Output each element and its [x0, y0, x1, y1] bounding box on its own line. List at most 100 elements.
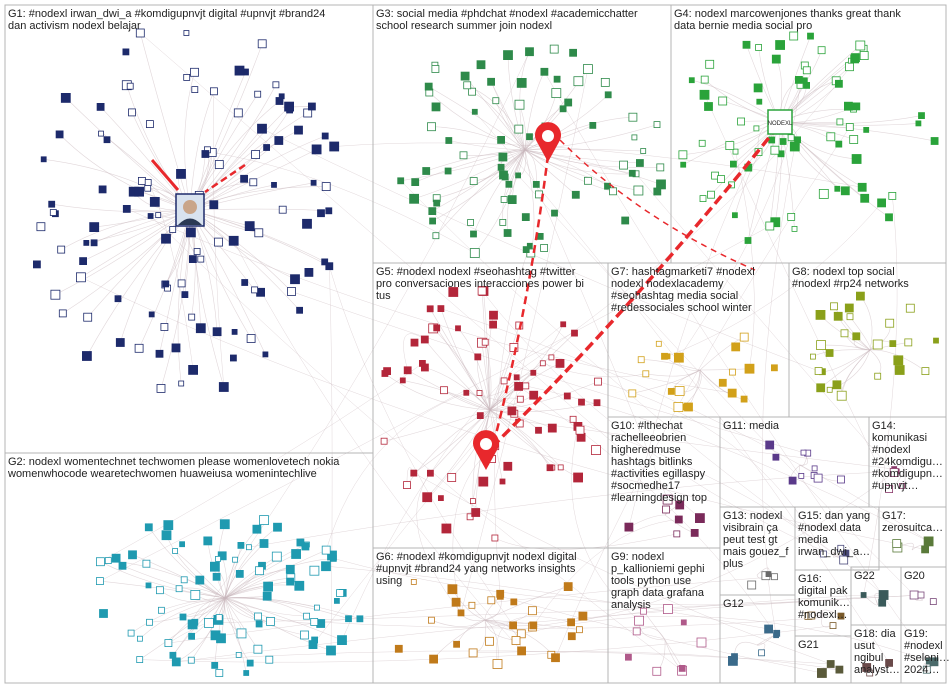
node-g4[interactable] — [851, 154, 862, 164]
node-g4[interactable] — [678, 150, 688, 160]
node-g2[interactable] — [171, 657, 181, 667]
node-g1[interactable] — [162, 280, 170, 288]
node-g3[interactable] — [640, 148, 647, 154]
node-g6[interactable] — [492, 659, 503, 669]
node-g1[interactable] — [134, 343, 144, 353]
node-g3[interactable] — [522, 246, 530, 254]
node-g3[interactable] — [583, 64, 593, 74]
node-g5[interactable] — [410, 469, 418, 477]
node-g2[interactable] — [337, 635, 347, 645]
node-g4[interactable] — [835, 140, 843, 148]
node-g2[interactable] — [255, 566, 264, 576]
node-g2[interactable] — [294, 580, 305, 591]
node-g4[interactable] — [765, 221, 775, 231]
node-g1[interactable] — [161, 233, 171, 244]
node-g4[interactable] — [680, 161, 687, 168]
node-g3[interactable] — [514, 99, 525, 110]
node-g2[interactable] — [235, 570, 244, 578]
node-g3[interactable] — [487, 77, 496, 86]
node-g2[interactable] — [155, 586, 164, 595]
node-g10[interactable] — [674, 515, 683, 524]
node-g2[interactable] — [271, 551, 282, 562]
node-g4[interactable] — [918, 112, 925, 119]
node-g6[interactable] — [511, 636, 521, 645]
node-g7[interactable] — [667, 387, 675, 395]
node-g5[interactable] — [477, 286, 487, 296]
node-g1[interactable] — [201, 150, 210, 158]
node-g4[interactable] — [753, 125, 760, 132]
node-g10[interactable] — [673, 530, 681, 538]
node-g8[interactable] — [816, 340, 826, 351]
node-g2[interactable] — [172, 548, 179, 554]
node-g1[interactable] — [251, 286, 259, 294]
node-g6[interactable] — [487, 596, 496, 605]
node-g2[interactable] — [321, 545, 331, 555]
node-g6[interactable] — [551, 653, 560, 663]
node-g3[interactable] — [656, 179, 666, 190]
node-g5[interactable] — [381, 370, 389, 377]
node-g8[interactable] — [836, 390, 847, 401]
node-g21[interactable] — [826, 660, 835, 668]
node-g1[interactable] — [126, 82, 134, 90]
node-g2[interactable] — [188, 632, 196, 640]
node-g1[interactable] — [188, 313, 196, 321]
node-g4[interactable] — [755, 44, 762, 51]
node-g2[interactable] — [161, 530, 172, 541]
node-g4[interactable] — [863, 127, 870, 133]
node-g1[interactable] — [171, 343, 181, 353]
node-g1[interactable] — [134, 186, 145, 197]
node-g2[interactable] — [187, 619, 198, 630]
node-g2[interactable] — [253, 644, 263, 654]
node-g7[interactable] — [771, 364, 778, 372]
node-g4[interactable] — [836, 118, 844, 126]
node-g8[interactable] — [844, 303, 854, 313]
node-g3[interactable] — [540, 244, 548, 252]
node-g6[interactable] — [496, 589, 505, 598]
node-g3[interactable] — [521, 213, 530, 222]
node-g14[interactable] — [885, 485, 893, 494]
node-g2[interactable] — [187, 656, 195, 664]
node-g2[interactable] — [336, 589, 345, 597]
node-g1[interactable] — [83, 239, 90, 246]
node-g11[interactable] — [811, 465, 818, 472]
node-g6[interactable] — [509, 621, 518, 630]
node-g4[interactable] — [835, 79, 843, 88]
node-g1[interactable] — [144, 179, 152, 186]
node-g2[interactable] — [326, 645, 336, 656]
node-g7[interactable] — [740, 395, 748, 403]
node-g1[interactable] — [296, 306, 304, 314]
node-g6[interactable] — [510, 598, 518, 606]
node-g4[interactable] — [725, 141, 735, 151]
node-g9[interactable] — [652, 666, 662, 676]
node-g3[interactable] — [619, 160, 628, 170]
node-g2[interactable] — [216, 633, 226, 644]
node-g3[interactable] — [505, 180, 513, 188]
node-g5[interactable] — [463, 389, 470, 396]
node-g10[interactable] — [662, 494, 673, 505]
node-g3[interactable] — [628, 169, 636, 177]
node-g8[interactable] — [889, 340, 897, 348]
node-g2[interactable] — [254, 612, 263, 621]
node-g1[interactable] — [257, 123, 267, 134]
node-g2[interactable] — [219, 519, 230, 530]
node-g3[interactable] — [499, 218, 507, 226]
node-g4[interactable] — [794, 136, 801, 144]
node-g1[interactable] — [244, 221, 255, 232]
node-g2[interactable] — [163, 520, 174, 530]
node-g1[interactable] — [195, 323, 206, 334]
node-g5[interactable] — [548, 354, 555, 361]
node-g2[interactable] — [345, 615, 352, 623]
node-g1[interactable] — [284, 101, 295, 112]
node-g1[interactable] — [233, 108, 243, 118]
node-g5[interactable] — [591, 445, 601, 456]
node-g5[interactable] — [557, 464, 564, 471]
node-g5[interactable] — [380, 437, 388, 445]
node-g5[interactable] — [437, 305, 445, 313]
node-g3[interactable] — [503, 229, 512, 237]
node-g2[interactable] — [255, 620, 263, 628]
node-g2[interactable] — [259, 539, 269, 548]
node-g7[interactable] — [729, 368, 736, 376]
node-g2[interactable] — [215, 669, 224, 677]
node-g4[interactable] — [730, 160, 737, 168]
node-g3[interactable] — [621, 216, 630, 225]
